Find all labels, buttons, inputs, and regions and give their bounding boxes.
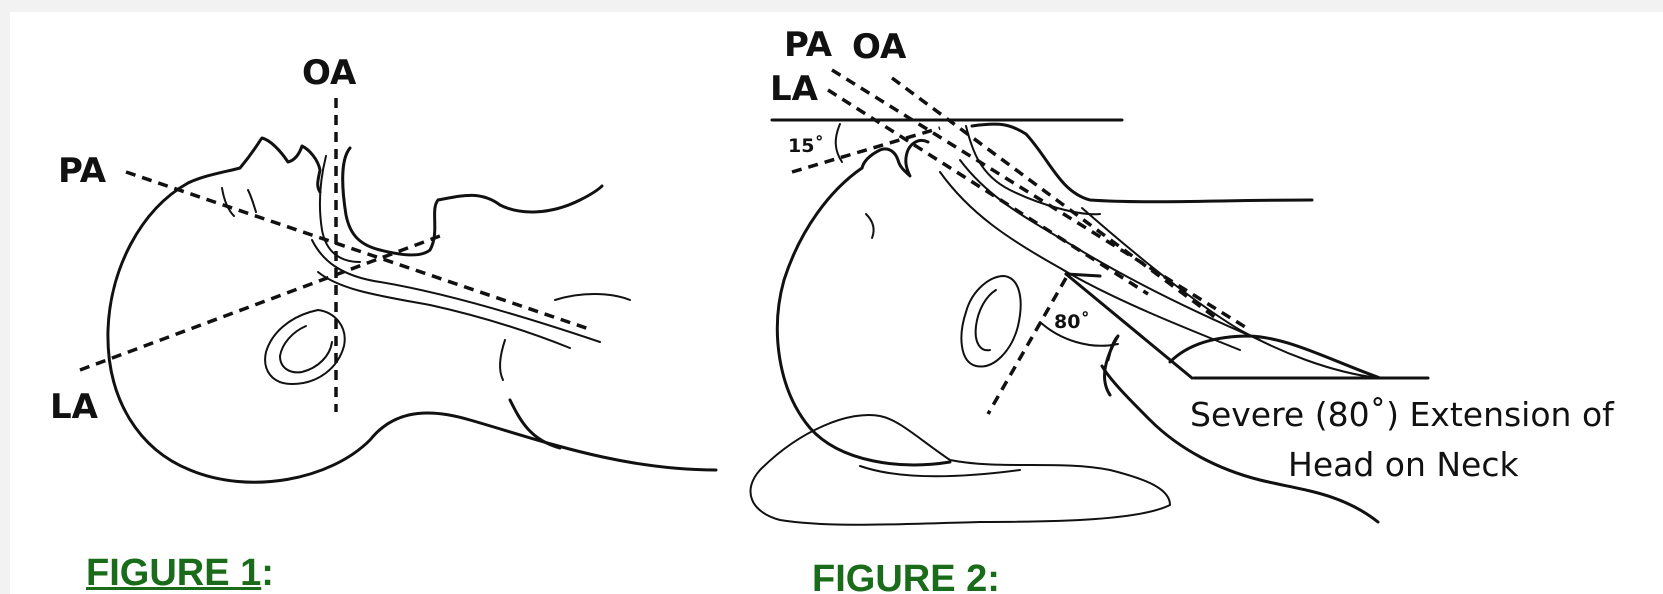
figure-1-airway-upper [312, 240, 600, 342]
figure-1-shoulder [555, 294, 630, 300]
figure-1-chin [343, 148, 602, 255]
figure-1-ear-inner [280, 326, 332, 372]
figure-1-laryngeal-axis [80, 236, 440, 370]
figure-2-throat [966, 126, 1100, 214]
figure-2-label-pa: PA [784, 25, 833, 65]
figure-1-illustration: OA PA LA [50, 53, 716, 482]
figure-2-pillow-crease [860, 466, 1020, 476]
figure-1-label-oa: OA [302, 53, 357, 93]
figure-1-head-outline [108, 183, 716, 482]
figure-2-ear [961, 276, 1020, 367]
figure-2-pillow [750, 415, 1170, 525]
figure-2-neck-front [1082, 208, 1378, 378]
figure-2-label-la: LA [770, 69, 819, 109]
figure-2-shoulder [1170, 336, 1380, 378]
figure-2-caption-number: FIGURE 2 [812, 558, 987, 594]
figure-2-back-head [1102, 366, 1378, 522]
figure-1-neck-line [500, 340, 505, 380]
figure-1-ear [265, 310, 345, 384]
figure-2-ear-inner [976, 290, 996, 350]
figure-2-angle-label-80: 80˚ [1054, 310, 1090, 333]
figure-2-angle-label-15: 15˚ [788, 134, 824, 157]
figure-1-pharyngeal-axis [126, 172, 592, 330]
figure-2-note-line-2: Head on Neck [1288, 445, 1520, 484]
figure-1-label-pa: PA [58, 151, 107, 191]
figure-2-neck-axis [988, 278, 1066, 414]
figure-2-eye [866, 214, 874, 238]
figure-2-caption-colon: : [987, 558, 1000, 594]
figure-1-caption-number: FIGURE 1 [86, 552, 261, 594]
figure-1-caption-colon: : [261, 552, 274, 594]
figure-2-head-outline [777, 168, 950, 465]
figure-2-caption: FIGURE 2: [812, 558, 1000, 594]
figure-2-wedge-top [1066, 274, 1100, 276]
figure-1-caption: FIGURE 1: [86, 552, 274, 594]
figure-1-label-la: LA [50, 387, 99, 427]
figure-1-face-profile [188, 138, 320, 192]
figure-2-label-oa: OA [852, 27, 907, 67]
figure-2-oral-axis [892, 78, 1216, 318]
figure-2-illustration: PA OA LA 15˚ 80˚ Severe (80˚) Extension … [750, 25, 1615, 525]
figure-2-note-line-1: Severe (80˚) Extension of [1190, 395, 1615, 434]
